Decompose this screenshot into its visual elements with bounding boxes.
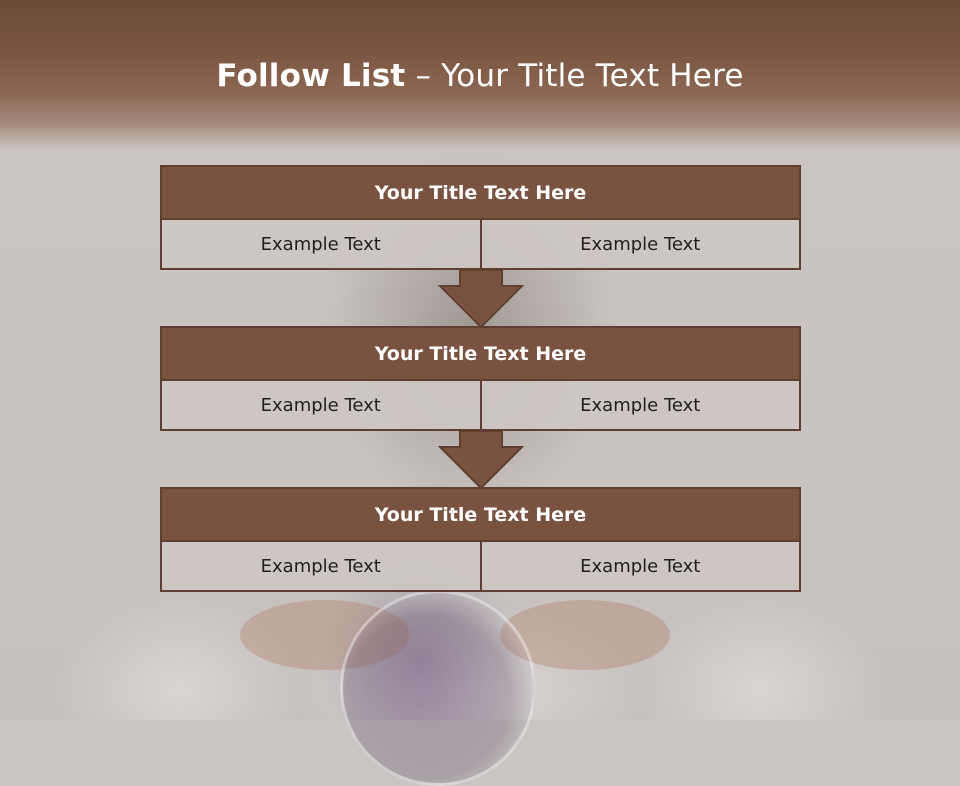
block-row: Example Text Example Text xyxy=(160,220,801,270)
block-title: Your Title Text Here xyxy=(160,165,801,220)
block-row: Example Text Example Text xyxy=(160,381,801,431)
slide-title-rest: – Your Title Text Here xyxy=(405,58,744,94)
block-row: Example Text Example Text xyxy=(160,542,801,592)
down-arrow-icon xyxy=(438,270,524,328)
slide-title-bold: Follow List xyxy=(216,58,406,94)
block-cell-left: Example Text xyxy=(260,394,381,416)
block-cell-right: Example Text xyxy=(479,381,800,429)
block-title: Your Title Text Here xyxy=(160,487,801,542)
background-crystal-ball xyxy=(340,590,536,786)
slide-title: Follow List – Your Title Text Here xyxy=(0,56,960,96)
block-cell-left: Example Text xyxy=(260,233,381,255)
block-title: Your Title Text Here xyxy=(160,326,801,381)
block-cell-left: Example Text xyxy=(260,555,381,577)
block-cell-right: Example Text xyxy=(479,220,800,268)
follow-block-3: Your Title Text Here Example Text Exampl… xyxy=(160,487,801,592)
header-band xyxy=(0,0,960,150)
block-cell-right: Example Text xyxy=(479,542,800,590)
follow-block-1: Your Title Text Here Example Text Exampl… xyxy=(160,165,801,270)
down-arrow-icon xyxy=(438,431,524,489)
follow-block-2: Your Title Text Here Example Text Exampl… xyxy=(160,326,801,431)
